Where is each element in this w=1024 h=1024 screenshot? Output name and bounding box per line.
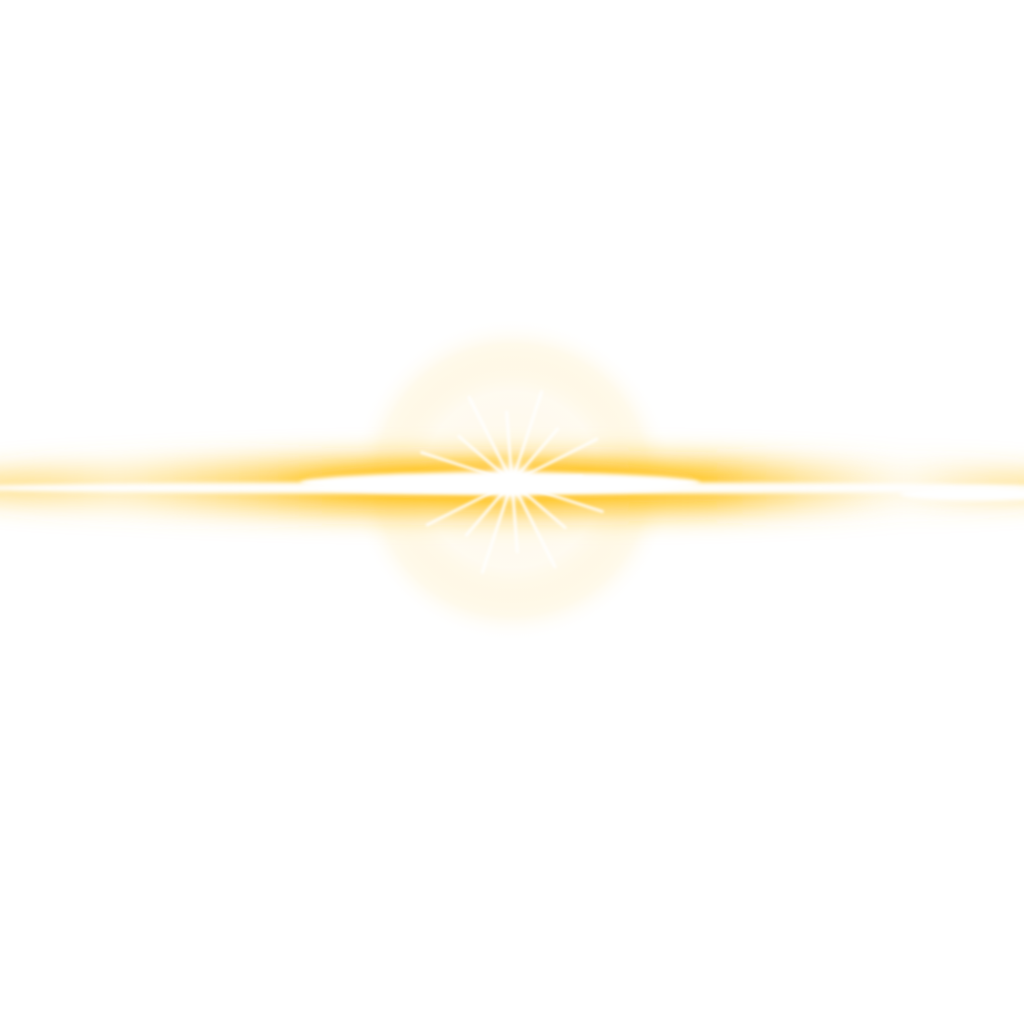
- flare-core: [494, 464, 530, 500]
- flare-streak-right: [900, 487, 1024, 501]
